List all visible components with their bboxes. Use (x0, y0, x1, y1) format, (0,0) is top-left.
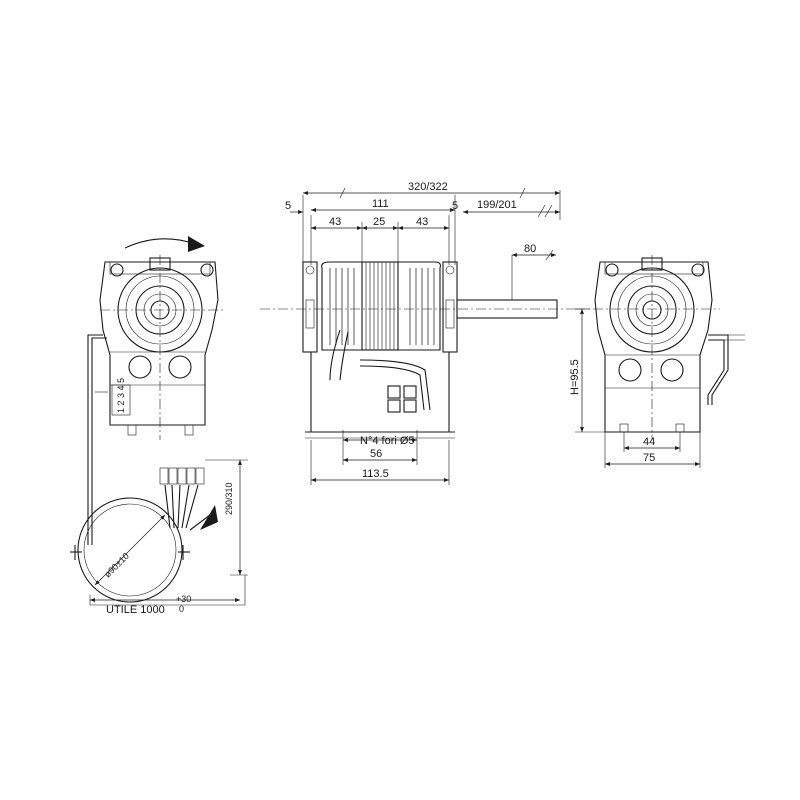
cooling-fins (329, 268, 435, 345)
height-label: H=95.5 (569, 359, 581, 395)
left-offset-label: 5 (285, 200, 291, 212)
lead-length-label: 290/310 (224, 482, 234, 515)
mounting-holes-label: N°4 fori Ø5 (360, 435, 415, 447)
right-front-view: H=95.5 44 75 (569, 255, 745, 468)
terminal-label-plate: 1 2 3 4 5 (111, 378, 131, 416)
stator-laminations (365, 262, 395, 350)
foot-outer-label: 75 (643, 452, 655, 464)
label-plate-text: 1 2 3 4 5 (116, 378, 126, 413)
left-front-view: 1 2 3 4 5 (87, 236, 225, 545)
shaft-exposed-label: 80 (524, 243, 536, 255)
base-outer-label: 113.5 (362, 468, 389, 480)
overall-length-label: 320/322 (408, 181, 448, 193)
fin-right-label: 43 (416, 216, 428, 228)
right-offset-label: 5 (452, 200, 458, 212)
base-inner-label: 56 (370, 448, 382, 460)
foot-inner-label: 44 (643, 436, 655, 448)
body-width-label: 111 (372, 198, 389, 210)
fin-left-label: 43 (329, 216, 341, 228)
tolerance-upper-label: +30 (176, 594, 191, 604)
cable-useful-length-label: UTILE 1000 (106, 604, 165, 616)
coil-diameter-label: ø90±10 (102, 551, 131, 580)
shaft-length-label: 199/201 (477, 199, 517, 211)
core-width-label: 25 (373, 216, 385, 228)
rotation-arrow-icon (124, 238, 196, 249)
tolerance-lower-label: 0 (179, 604, 184, 614)
cable-coil: ø90±10 290/310 UTILE 1000 +30 0 (70, 459, 248, 616)
center-side-view: 320/322 111 5 5 199/201 43 25 43 80 (260, 181, 575, 485)
